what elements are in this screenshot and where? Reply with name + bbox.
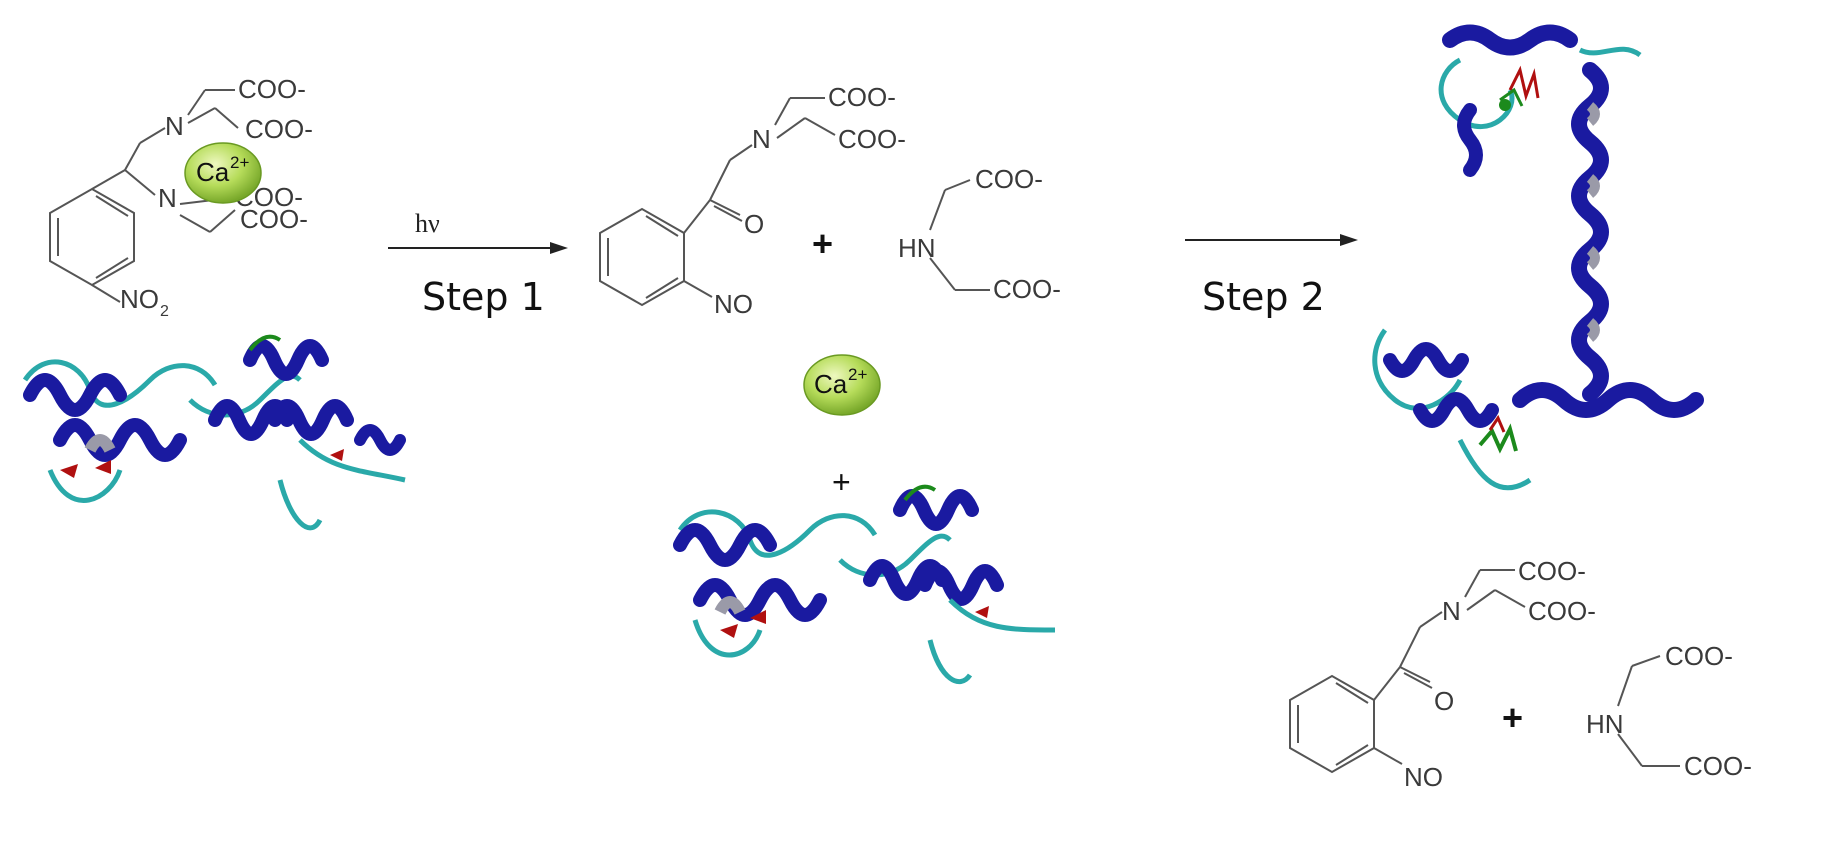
caged-calcium-complex: NO 2 N N COO- COO- COO- COO- Ca 2+ — [50, 74, 313, 320]
plus-sign: + — [812, 223, 833, 264]
free-calcium-charge: 2+ — [848, 365, 867, 384]
step1-arrow: hν Step 1 — [388, 209, 568, 319]
iminodiacetate-1: HN COO- COO- — [898, 164, 1061, 304]
carbonyl-oxygen-label-2: O — [1434, 686, 1454, 716]
carboxylate-label-2: COO- — [838, 124, 906, 154]
calcium-label: Ca — [196, 157, 230, 187]
iminodiacetate-2: HN COO- COO- — [1586, 641, 1752, 781]
light-label: hν — [415, 209, 440, 238]
plus-sign-2: + — [1502, 697, 1523, 738]
lower-nitrogen-label: N — [158, 183, 177, 213]
carboxylate-label-1: COO- — [238, 74, 306, 104]
upper-nitrogen-label: N — [165, 111, 184, 141]
calmodulin-ribbon-middle — [680, 487, 1055, 682]
carboxylate-label-2: COO- — [245, 114, 313, 144]
carboxylate-label-5: COO- — [1518, 556, 1586, 586]
carboxylate-label-1: COO- — [828, 82, 896, 112]
nitroso-label-2: NO — [1404, 762, 1443, 792]
nitroso-label: NO — [714, 289, 753, 319]
calmodulin-ribbon-right — [1375, 33, 1696, 488]
photoproduct-ketone-2: O N COO- COO- NO — [1290, 556, 1596, 792]
step2-arrow: Step 2 — [1185, 234, 1358, 319]
nitrogen-label-2: N — [1442, 596, 1461, 626]
carboxylate-label-8: COO- — [1684, 751, 1752, 781]
carboxylate-label-3: COO- — [975, 164, 1043, 194]
calmodulin-ribbon-left — [25, 337, 405, 528]
calcium-ion-bound: Ca 2+ — [185, 143, 261, 203]
step1-label: Step 1 — [422, 275, 545, 319]
nitro-subscript: 2 — [160, 303, 169, 320]
nitro-label: NO — [120, 284, 159, 314]
calcium-charge: 2+ — [230, 153, 249, 172]
free-calcium-label: Ca — [814, 369, 848, 399]
carboxylate-label-4: COO- — [993, 274, 1061, 304]
calcium-ion-free: Ca 2+ — [804, 355, 880, 415]
carboxylate-label-6: COO- — [1528, 596, 1596, 626]
carboxylate-label-4: COO- — [240, 204, 308, 234]
nitrogen-label: N — [752, 124, 771, 154]
carbonyl-oxygen-label: O — [744, 209, 764, 239]
photoproduct-ketone: O N COO- COO- NO — [600, 82, 906, 319]
plus-sign-lower: + — [832, 464, 851, 500]
step2-label: Step 2 — [1202, 275, 1325, 319]
benzene-ring — [50, 189, 134, 285]
carboxylate-label-7: COO- — [1665, 641, 1733, 671]
